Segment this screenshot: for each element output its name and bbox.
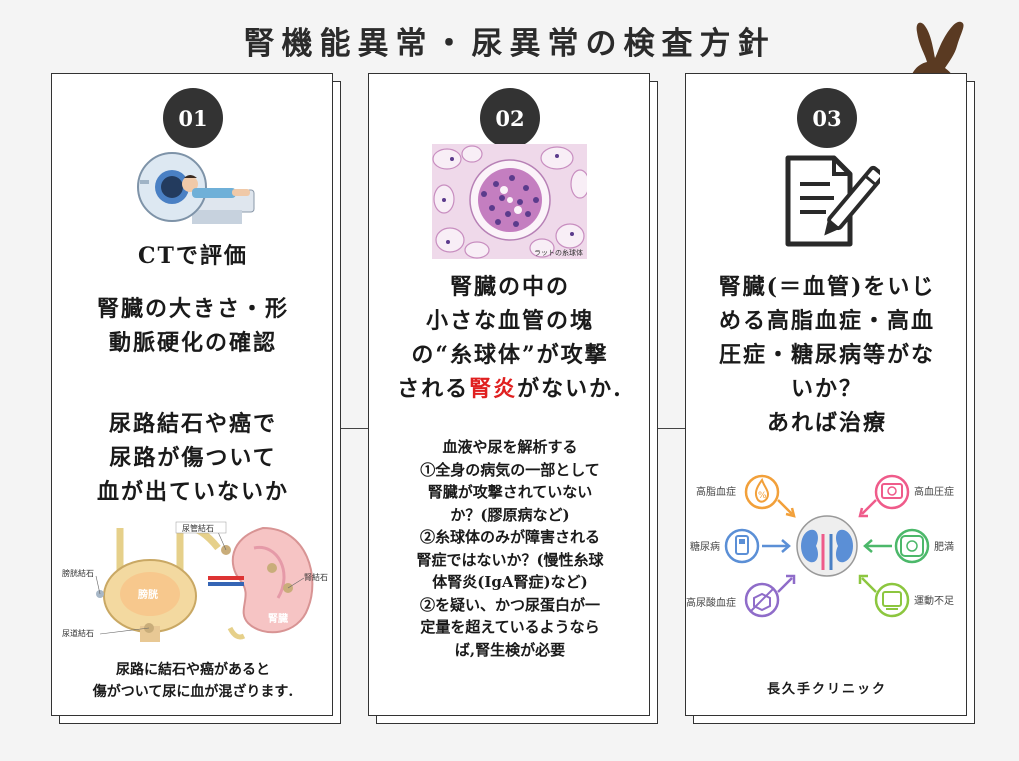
card3-line-2: める高脂血症・高血 [718, 308, 935, 334]
card1-caption-2: 傷がついて尿に血が混ざります. [92, 684, 294, 700]
ureter-stone-label: 尿管結石 [182, 523, 214, 533]
card2-line-2: 小さな血管の塊 [425, 308, 594, 334]
clinic-name: 長久手クリニック [766, 682, 887, 697]
card1-line-4: 尿路が傷ついて [109, 445, 277, 471]
card2-body-6: 体腎炎(IgA腎症)など) [432, 573, 588, 591]
hypertension-label: 高血圧症 [914, 485, 954, 498]
kidney-stone-label: 腎結石 [304, 572, 328, 582]
diabetes-label: 糖尿病 [690, 540, 720, 553]
connector-line-1 [331, 428, 369, 429]
page-title: 腎機能異常・尿異常の検査方針 [243, 26, 776, 62]
step-number-badge: 03 [797, 88, 857, 148]
card1-caption-1: 尿路に結石や癌があると [116, 662, 270, 678]
card2-body-7: ②を疑い、かつ尿蛋白が一 [419, 595, 600, 614]
step-number-badge: 01 [163, 88, 223, 148]
connector-line-2 [648, 428, 686, 429]
card1-line-1: 腎臓の大きさ・形 [96, 296, 289, 322]
percent-symbol: % [758, 491, 767, 501]
nephritis-highlight: 腎炎 [469, 376, 518, 402]
hyperlipidemia-label: 高脂血症 [696, 485, 736, 498]
card2-line-3: の“糸球体”が攻撃 [411, 342, 609, 368]
card2-body-1: ①全身の病気の一部として [420, 460, 600, 479]
card2-body-8: 定量を超えているようなら [420, 618, 600, 636]
bladder-label: 膀胱 [137, 588, 158, 601]
card3-line-1: 腎臓(＝血管)をいじ [718, 274, 936, 300]
card2-body-5: 腎症ではないか？(慢性糸球 [416, 550, 604, 569]
kidney-risk-diagram: % 高脂血症 糖尿病 高尿酸血症 高血圧症 [686, 474, 954, 618]
no-exercise-label: 運動不足 [914, 594, 954, 607]
card-risk-factors: 03 腎臓(＝血管)をいじ める高脂血症・高血 圧症・糖尿病等がな いか？ あれ… [685, 73, 975, 724]
card2-body-3: か？(膠原病など) [450, 505, 570, 524]
card2-line-4: される腎炎がないか. [397, 376, 623, 402]
obesity-label: 肥満 [934, 541, 954, 553]
document-pen-icon [785, 155, 880, 247]
step-number-badge: 02 [480, 88, 540, 148]
kidney-label: 腎臓 [268, 612, 288, 625]
card1-line-2: 動脈硬化の確認 [108, 330, 277, 356]
card3-line-4: いか？ [790, 376, 863, 402]
card1-line-3: 尿路結石や癌で [108, 411, 277, 437]
ct-scanner-icon [137, 152, 255, 224]
card2-body-9: ば,腎生検が必要 [454, 640, 566, 659]
card1-line-5: 血が出ていないか [96, 479, 289, 505]
ct-heading: CTで評価 [138, 243, 248, 269]
card2-line-1: 腎臓の中の [449, 274, 570, 300]
bladder-stone-label: 膀胱結石 [62, 568, 94, 578]
card-glomerulus: 02 [368, 73, 658, 724]
card-ct: 01 CTで評価 腎臓の大きさ・形 動脈硬化の確認 尿路結石や癌で 尿路が傷つい… [51, 73, 341, 724]
hyperuricemia-label: 高尿酸血症 [686, 596, 736, 609]
card2-body-2: 腎臓が攻撃されていない [427, 483, 593, 501]
card3-line-3: 圧症・糖尿病等がな [718, 342, 935, 368]
urethral-stone-label: 尿道結石 [62, 628, 94, 638]
glomerulus-histology-image: ラットの糸球体 [432, 144, 587, 259]
card3-line-5: あれば治療 [766, 410, 887, 436]
urinary-tract-diagram: 膀胱 腎臓 尿管結石 腎結石 膀胱結石 尿道結石 [62, 521, 328, 642]
card2-body-4: ②糸球体のみが障害される [419, 528, 600, 546]
histology-caption: ラットの糸球体 [534, 248, 583, 257]
card2-body-0: 血液や尿を解析する [442, 438, 578, 456]
